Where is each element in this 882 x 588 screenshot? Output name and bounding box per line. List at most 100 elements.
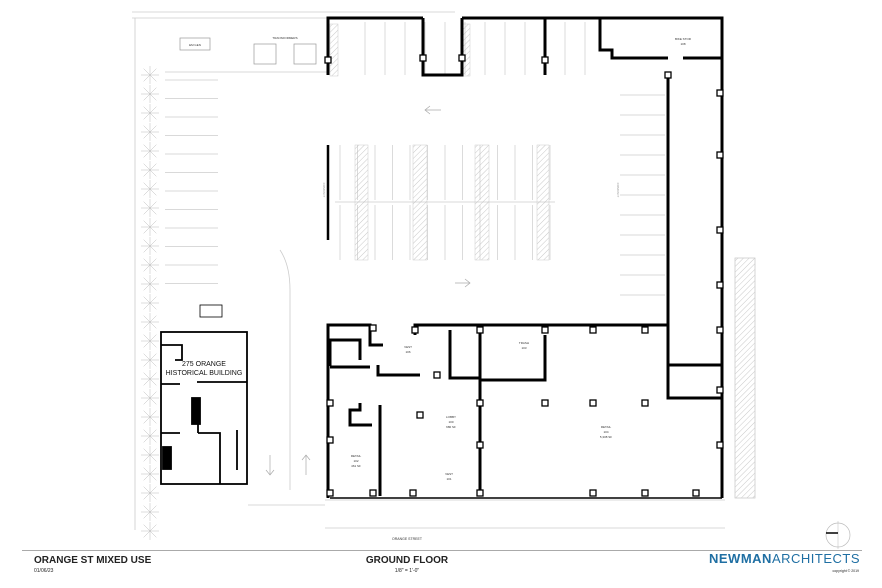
tree-branch: [143, 473, 151, 481]
tree-branch: [149, 359, 157, 367]
tree-branch: [143, 277, 151, 285]
tree-branch: [149, 435, 157, 443]
tree-branch: [143, 188, 151, 196]
column: [641, 399, 649, 407]
tree-branch: [149, 416, 157, 424]
tree-branch: [143, 112, 151, 120]
tree-branch: [149, 125, 157, 133]
column: [716, 441, 724, 449]
tree-branch: [149, 378, 157, 386]
structural-columns: [324, 54, 724, 497]
tree-branch: [143, 511, 151, 519]
column: [641, 326, 649, 334]
column: [324, 56, 332, 64]
tree-branch: [143, 68, 151, 76]
trash-name: TRASH: [519, 341, 529, 345]
tree-branch: [149, 182, 157, 190]
tree-branch: [143, 144, 151, 152]
room-labels: LOBBY 100 680 SF RETAIL 104 5,308 SF RET…: [351, 37, 692, 541]
tree-icon: [141, 256, 159, 274]
tree-branch: [143, 264, 151, 272]
tree-branch: [143, 258, 151, 266]
tree-branch: [143, 106, 151, 114]
tree-branch: [143, 207, 151, 215]
column: [589, 326, 597, 334]
tree-icon: [141, 142, 159, 160]
tree-branch: [143, 410, 151, 418]
column: [716, 226, 724, 234]
column: [326, 489, 334, 497]
tree-branch: [143, 150, 151, 158]
tree-branch: [149, 207, 157, 215]
tree-branch: [143, 454, 151, 462]
tree-icon: [141, 465, 159, 483]
tree-branch: [149, 131, 157, 139]
tree-branch: [143, 372, 151, 380]
lobby-area: 680 SF: [446, 425, 456, 429]
lobby-number: 100: [448, 420, 453, 424]
tree-branch: [149, 302, 157, 310]
historical-building: [160, 304, 248, 485]
tree-icon: [141, 351, 159, 369]
lobby-name: LOBBY: [446, 415, 456, 419]
tree-branch: [143, 397, 151, 405]
tree-branch: [149, 448, 157, 456]
tree-icon: [141, 484, 159, 502]
vest-top-number: 106: [405, 350, 410, 354]
tree-branch: [143, 169, 151, 177]
column: [541, 56, 549, 64]
equipment-pad: [179, 37, 317, 65]
tree-branch: [143, 435, 151, 443]
tree-branch: [143, 492, 151, 500]
tree-branch: [143, 74, 151, 82]
tree-branch: [143, 486, 151, 494]
tree-branch: [143, 334, 151, 342]
tree-branch: [149, 239, 157, 247]
em-gen-label: EM GEN: [189, 43, 201, 47]
tree-branch: [143, 315, 151, 323]
tree-branch: [143, 87, 151, 95]
tree-branch: [149, 106, 157, 114]
retail-102-name: RETAIL: [351, 454, 362, 458]
tree-icon: [141, 503, 159, 521]
column: [716, 386, 724, 394]
tree-branch: [143, 505, 151, 513]
tree-branch: [149, 492, 157, 500]
building-walls: [326, 16, 724, 499]
tree-branch: [149, 169, 157, 177]
tree-branch: [149, 454, 157, 462]
column: [589, 489, 597, 497]
column: [541, 399, 549, 407]
tree-branch: [149, 340, 157, 348]
tree-branch: [149, 372, 157, 380]
tree-icon: [141, 199, 159, 217]
tree-branch: [143, 163, 151, 171]
retail-104-number: 104: [603, 430, 608, 434]
tree-icon: [141, 123, 159, 141]
column: [476, 399, 484, 407]
site-lines: [132, 11, 756, 530]
street-label: ORANGE STREET: [392, 537, 423, 541]
tree-branch: [149, 277, 157, 285]
column: [416, 411, 424, 419]
column: [458, 54, 466, 62]
firm-logo: NEWMANARCHITECTS: [709, 551, 860, 566]
historical-building-label-2: HISTORICAL BUILDING: [166, 370, 243, 377]
tree-branch: [143, 302, 151, 310]
vest-101-number: 101: [446, 477, 451, 481]
north-arrow-icon: [825, 521, 851, 549]
vest-101-name: VEST: [445, 472, 453, 476]
compact-label: COMPACT: [322, 183, 326, 198]
column: [589, 399, 597, 407]
parking-islands: [329, 23, 550, 261]
project-name: ORANGE ST MIXED USE: [34, 555, 152, 566]
tree-branch: [143, 416, 151, 424]
tree-icon: [141, 370, 159, 388]
tree-branch: [149, 473, 157, 481]
tree-icon: [141, 408, 159, 426]
tree-branch: [143, 524, 151, 532]
retail-102-area: 461 SF: [351, 464, 361, 468]
column: [476, 489, 484, 497]
tree-icon: [141, 161, 159, 179]
column: [369, 489, 377, 497]
